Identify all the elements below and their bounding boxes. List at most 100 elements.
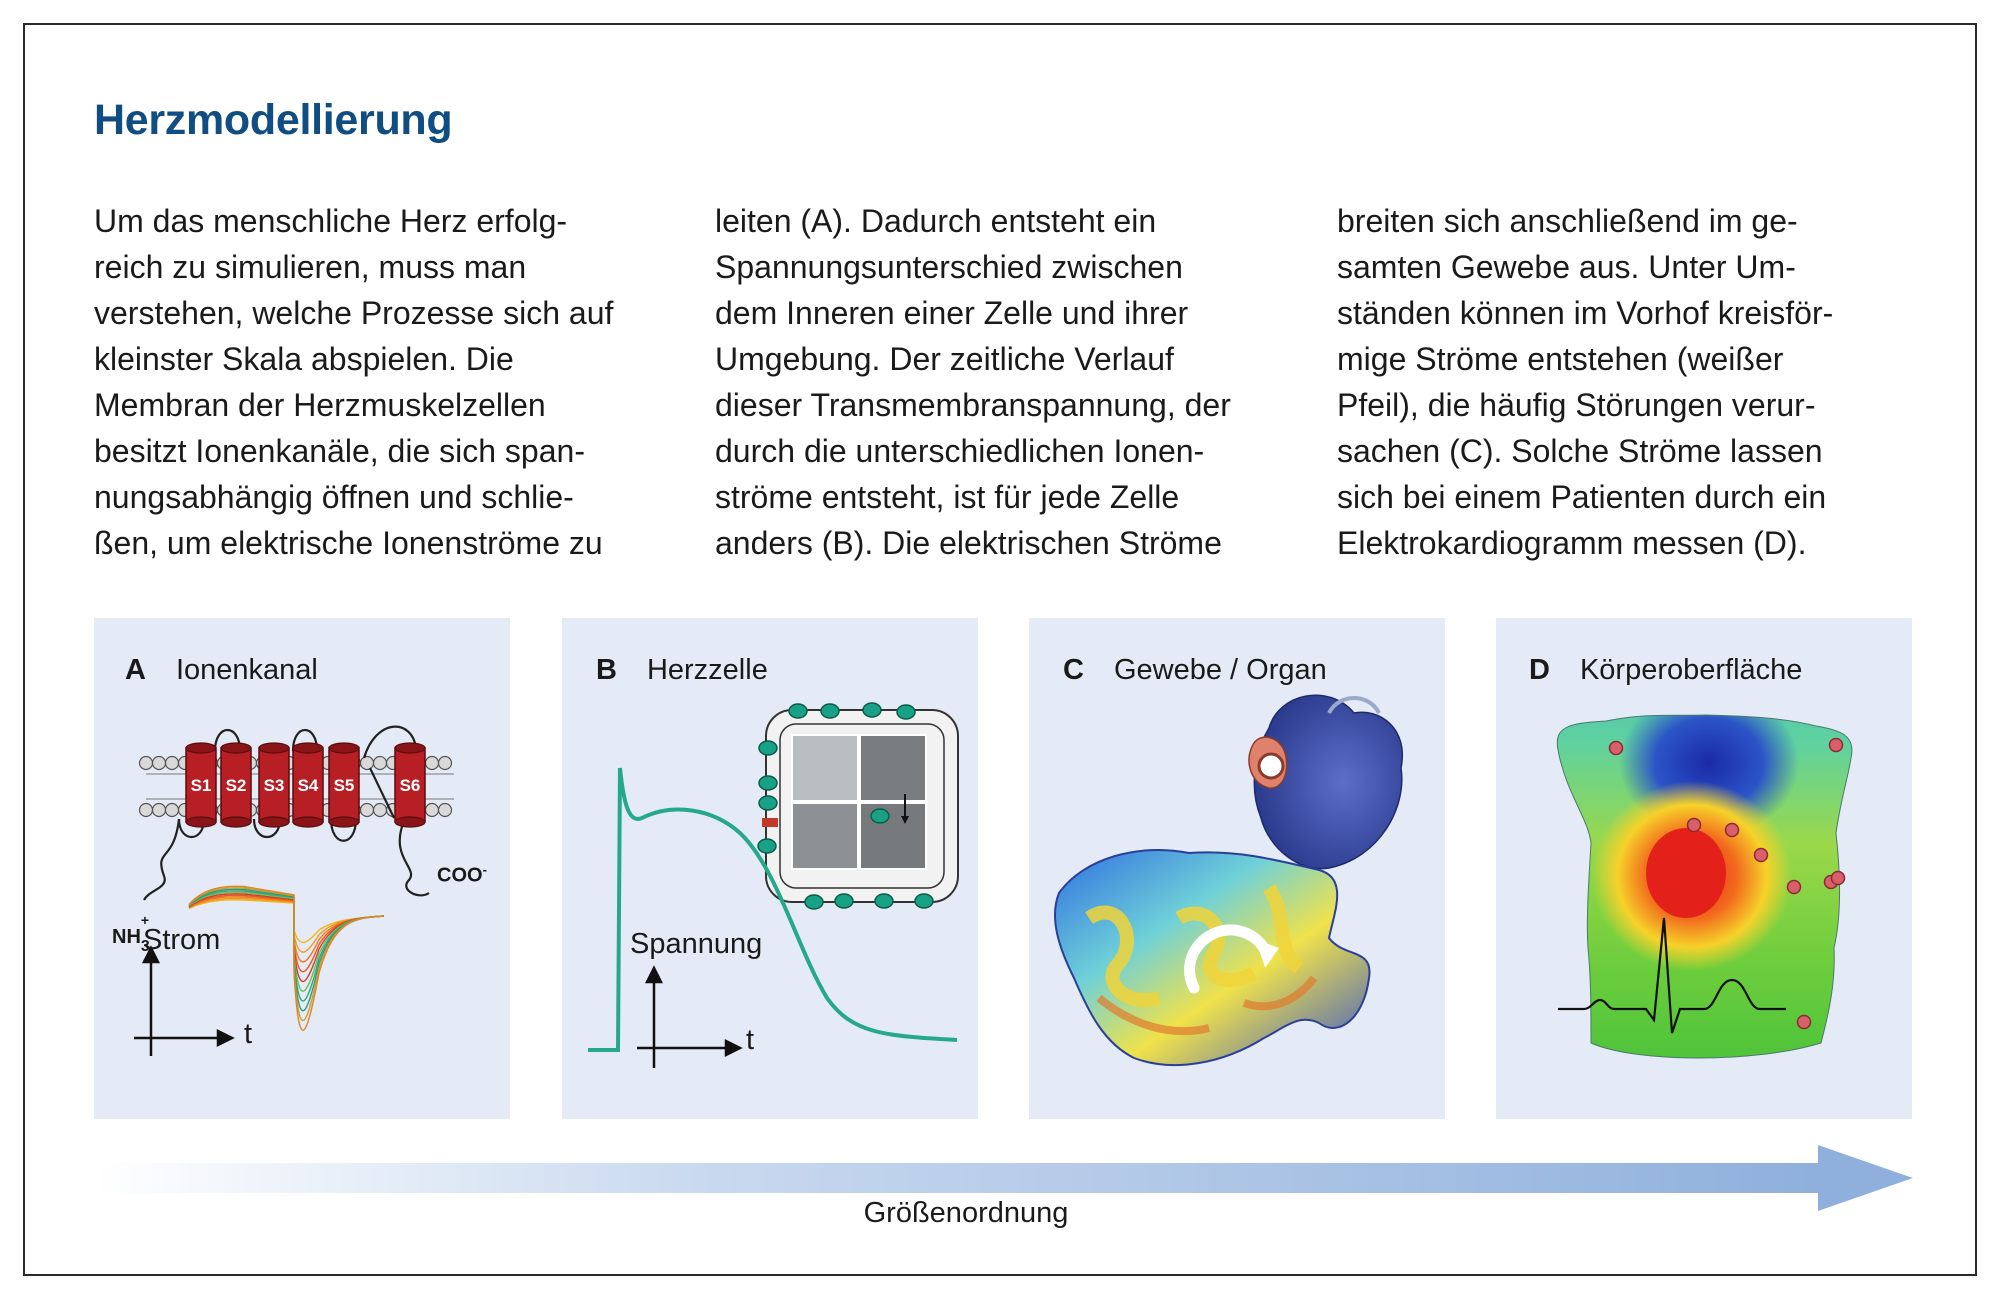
scale-arrow [93,1145,1913,1211]
helix-label: S3 [264,776,285,795]
text-line: kleinster Skala abspielen. Die [94,341,514,377]
panel-letter: A [125,654,146,686]
panel-body-surface [1496,618,1912,1119]
text-line: ßen, um elektrische Ionenströme zu [94,525,603,561]
y-axis-label-voltage: Spannung [630,928,763,960]
electrode [1686,817,1702,833]
text-line: Elektrokardiogramm messen (D). [1337,525,1807,561]
channel-protein [834,893,854,909]
text-line: Umgebung. Der zeitliche Verlauf [715,341,1174,377]
electrode [1830,870,1846,886]
helix-label: S5 [334,776,355,795]
text-line: breiten sich anschließend im ge- [1337,203,1798,239]
ion-channel-illustration: S1 S2 S3 S4 S5 S6 [134,725,454,1056]
current-traces [188,885,385,1031]
helix-group: S1 S2 S3 S4 S5 S6 [185,742,426,828]
text-line: verstehen, welche Prozesse sich auf [94,295,614,331]
panel-title: Körperoberfläche [1579,654,1803,686]
channel-protein [914,893,934,909]
text-line: sich bei einem Patienten durch ein [1337,479,1827,515]
panel-label-d: D Körperoberfläche [1529,654,1802,687]
electrode [1786,879,1802,895]
channel-protein [788,703,808,719]
y-axis-label-current: Strom [143,924,221,956]
x-axis-label-time: t [746,1024,755,1056]
c-terminus-label: COO- [437,862,487,887]
helix-s3: S3 [258,742,290,828]
helix-s1: S1 [185,742,217,828]
panel-ion-channel: S1 S2 S3 S4 S5 S6 [94,618,510,1119]
text-line: dieser Transmembranspannung, der [715,387,1231,423]
helix-label: S4 [298,776,319,795]
panel-title: Gewebe / Organ [1113,654,1327,686]
panel-letter: B [596,654,617,686]
x-axis-label-time: t [244,1018,253,1050]
panel-letter: D [1529,654,1550,686]
axes-b [637,965,743,1068]
n-terminus-label: NH+3 [112,912,150,955]
channel-protein [758,795,778,811]
electrodes [1608,737,1846,1030]
text-line: Spannungsunterschied zwischen [715,249,1183,285]
heart-cell-illustration [588,702,959,1068]
channel-protein [804,894,824,910]
text-line: anders (B). Die elektrischen Ströme [715,525,1222,561]
channel-protein [896,704,916,720]
helix-s4: S4 [292,742,324,828]
tissue-illustration [1053,694,1404,1067]
ecg-trace [1558,917,1786,1034]
channel-protein [862,702,882,718]
text-column-1: Um das menschliche Herz erfolg- reich zu… [94,198,694,566]
figure-frame [23,23,1977,1276]
heart-model [1248,694,1404,870]
electrode [1608,740,1624,756]
channel-protein [757,838,777,854]
text-column-3: breiten sich anschließend im ge- samten … [1337,198,1937,566]
helix-s2: S2 [220,742,252,828]
channel-protein [820,703,840,719]
text-column-2: leiten (A). Dadurch entsteht ein Spannun… [715,198,1315,566]
helix-label: S1 [191,776,212,795]
axes-a [134,945,235,1056]
helix-label: S6 [400,776,421,795]
text-line: ständen können im Vorhof kreisför- [1337,295,1834,331]
channel-protein [758,740,778,756]
electrode [1796,1014,1812,1030]
panel-label-c: C Gewebe / Organ [1063,654,1327,687]
text-line: samten Gewebe aus. Unter Um- [1337,249,1796,285]
torso-potential-map [1557,715,1852,1058]
text-line: dem Inneren einer Zelle und ihrer [715,295,1189,331]
cell-diagram [757,702,959,910]
protein-loops [177,725,418,842]
text-line: Pfeil), die häufig Störungen verur- [1337,387,1816,423]
text-line: mige Ströme entstehen (weißer [1337,341,1784,377]
atrial-tissue [1053,849,1371,1067]
panel-tissue-organ [1029,618,1445,1119]
helix-s5: S5 [328,742,360,828]
text-line: ströme entsteht, ist für jede Zelle [715,479,1180,515]
text-line: nungsabhängig öffnen und schlie- [94,479,574,515]
helix-s6: S6 [394,742,426,828]
scale-label: Größenordnung [863,1197,1069,1229]
text-line: besitzt Ionenkanäle, die sich span- [94,433,585,469]
text-line: reich zu simulieren, muss man [94,249,527,285]
helix-label: S2 [226,776,247,795]
panel-label-a: A Ionenkanal [125,654,318,687]
panel-letter: C [1063,654,1084,686]
channel-protein [758,775,778,791]
channel-protein [874,893,894,909]
torso-outline [1556,714,1853,1059]
torso-illustration [1556,714,1853,1059]
text-line: leiten (A). Dadurch entsteht ein [715,203,1157,239]
electrode [1828,737,1844,753]
panel-heart-cell [562,618,978,1119]
page-title: Herzmodellierung [94,96,453,144]
electrode [1753,847,1769,863]
electrode [1724,822,1740,838]
channel-protein [870,808,890,824]
action-potential-curve [588,767,958,1052]
panel-title: Ionenkanal [175,654,318,686]
text-line: sachen (C). Solche Ströme lassen [1337,433,1823,469]
text-line: Um das menschliche Herz erfolg- [94,203,568,239]
